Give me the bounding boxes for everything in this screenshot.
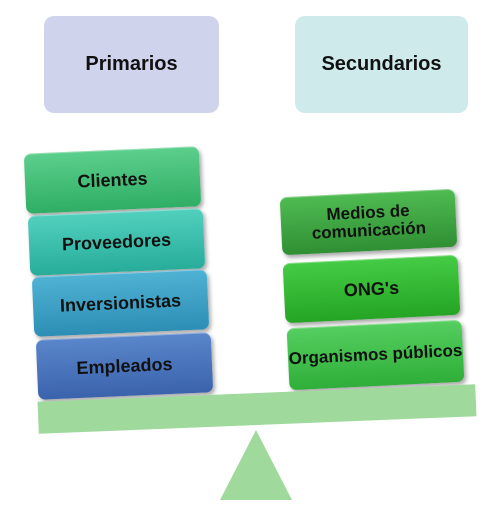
- primarios-header-label: Primarios: [85, 53, 178, 75]
- primarios-header: Primarios: [44, 16, 219, 113]
- secundarios-header-label: Secundarios: [321, 53, 442, 75]
- secundarios-header: Secundarios: [295, 16, 468, 113]
